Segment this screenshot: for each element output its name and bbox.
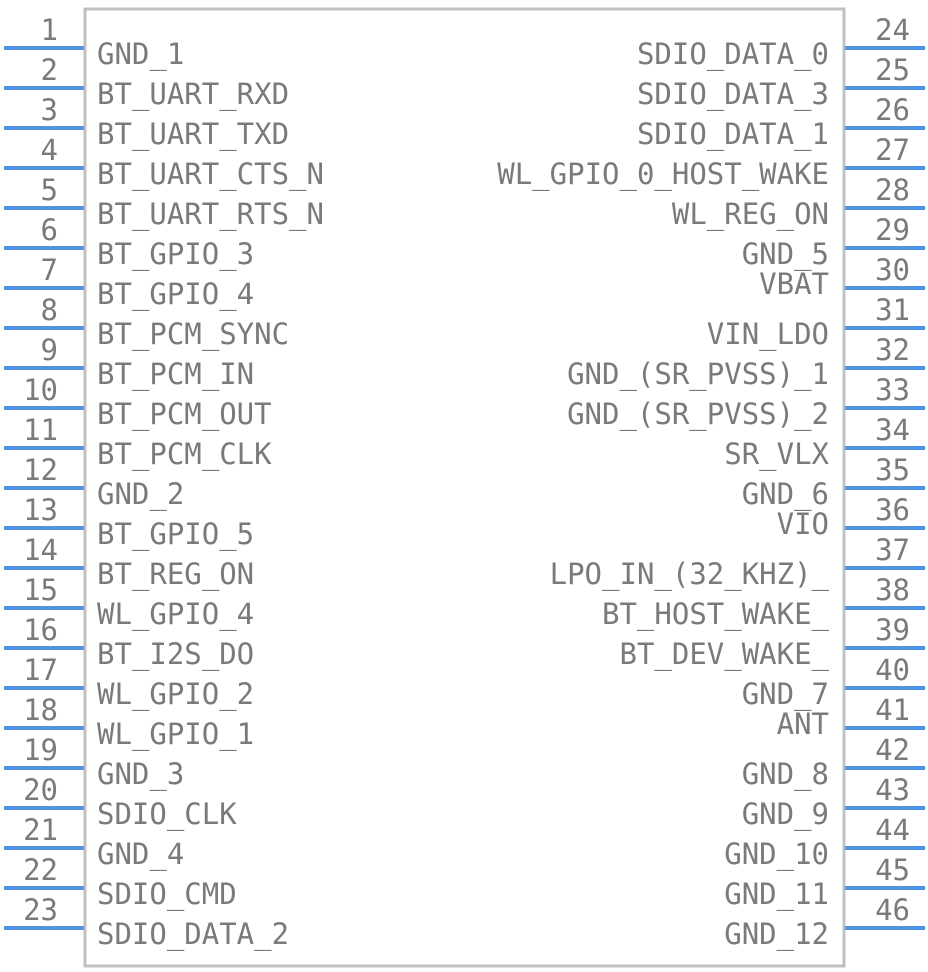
pin-name: WL_GPIO_4 [97, 597, 254, 632]
pin-name: SDIO_DATA_3 [637, 77, 829, 112]
pin-number: 5 [41, 173, 58, 207]
pin-number: 23 [23, 893, 58, 927]
pin-number: 7 [41, 253, 58, 287]
pin-name: SDIO_DATA_1 [637, 117, 829, 152]
pin-name: GND_5 [742, 237, 829, 272]
pin-name: BT_PCM_SYNC [97, 317, 289, 352]
pin-number: 33 [875, 373, 910, 407]
pin-name: GND_11 [724, 877, 829, 912]
pin-number: 16 [23, 613, 58, 647]
pin-number: 21 [23, 813, 58, 847]
pin-name: GND_6 [742, 477, 829, 512]
pin-name: VIN_LDO [707, 317, 829, 352]
pin-name: BT_PCM_IN [97, 357, 254, 392]
pin-number: 35 [875, 453, 910, 487]
pin-number: 40 [875, 653, 910, 687]
pin-name: GND_2 [97, 477, 184, 512]
pin-number: 22 [23, 853, 58, 887]
pin-number: 29 [875, 213, 910, 247]
pin-number: 4 [41, 133, 58, 167]
pin-name: BT_GPIO_5 [97, 517, 254, 552]
pin-number: 3 [41, 93, 58, 127]
pin-number: 30 [875, 253, 910, 287]
pin-number: 42 [875, 733, 910, 767]
pin-name: WL_GPIO_0_HOST_WAKE [497, 157, 829, 192]
pin-name: GND_4 [97, 837, 184, 872]
pin-number: 31 [875, 293, 910, 327]
pin-name: GND_(SR_PVSS)_1 [567, 357, 829, 392]
pin-number: 26 [875, 93, 910, 127]
pin-number: 15 [23, 573, 58, 607]
pin-number: 44 [875, 813, 910, 847]
pin-name: BT_UART_RXD [97, 77, 289, 112]
pin-number: 39 [875, 613, 910, 647]
pin-name: WL_GPIO_1 [97, 717, 254, 752]
pin-number: 12 [23, 453, 58, 487]
pin-number: 41 [875, 693, 910, 727]
pin-name: GND_7 [742, 677, 829, 712]
pin-number: 46 [875, 893, 910, 927]
pin-name: WL_GPIO_2 [97, 677, 254, 712]
pin-number: 25 [875, 53, 910, 87]
pin-name: SDIO_CMD [97, 877, 237, 912]
pin-name: GND_(SR_PVSS)_2 [567, 397, 829, 432]
pin-name: BT_PCM_CLK [97, 437, 272, 472]
pin-name: BT_DEV_WAKE_ [619, 637, 829, 672]
pin-number: 6 [41, 213, 58, 247]
pin-name: SDIO_CLK [97, 797, 237, 832]
pin-number: 37 [875, 533, 910, 567]
pin-name: BT_REG_ON [97, 557, 254, 592]
pin-name: GND_10 [724, 837, 829, 872]
pin-number: 43 [875, 773, 910, 807]
pin-name: GND_9 [742, 797, 829, 832]
pin-number: 2 [41, 53, 58, 87]
pin-number: 11 [23, 413, 58, 447]
pin-name: BT_UART_RTS_N [97, 197, 324, 232]
pin-number: 17 [23, 653, 58, 687]
pin-number: 13 [23, 493, 58, 527]
pin-name: WL_REG_ON [672, 197, 829, 232]
pin-name: BT_HOST_WAKE_ [602, 597, 830, 632]
pin-number: 45 [875, 853, 910, 887]
pin-name: BT_UART_CTS_N [97, 157, 324, 192]
pin-number: 20 [23, 773, 58, 807]
pin-name: SDIO_DATA_2 [97, 917, 289, 952]
pin-number: 36 [875, 493, 910, 527]
pin-number: 38 [875, 573, 910, 607]
pin-name: SDIO_DATA_0 [637, 37, 829, 72]
pin-name: BT_GPIO_3 [97, 237, 254, 272]
pin-number: 27 [875, 133, 910, 167]
pin-number: 19 [23, 733, 58, 767]
pin-number: 24 [875, 13, 910, 47]
pin-name: VBAT [759, 267, 829, 301]
pin-name: BT_I2S_DO [97, 637, 254, 672]
pin-name: BT_UART_TXD [97, 117, 289, 152]
pin-name: BT_PCM_OUT [97, 397, 272, 432]
pin-name: GND_3 [97, 757, 184, 792]
pin-number: 34 [875, 413, 910, 447]
pin-number: 9 [41, 333, 58, 367]
pin-number: 32 [875, 333, 910, 367]
pin-name: VIO [777, 507, 829, 541]
pin-name: BT_GPIO_4 [97, 277, 254, 312]
pin-name: SR_VLX [724, 437, 829, 472]
pin-number: 1 [41, 13, 58, 47]
pin-name: ANT [777, 707, 829, 741]
pin-name: LPO_IN_(32_KHZ)_ [550, 557, 830, 592]
pin-number: 10 [23, 373, 58, 407]
pin-name: GND_1 [97, 37, 184, 72]
pin-number: 14 [23, 533, 58, 567]
pin-number: 28 [875, 173, 910, 207]
pin-name: GND_12 [724, 917, 829, 952]
pin-number: 18 [23, 693, 58, 727]
pin-name: GND_8 [742, 757, 829, 792]
pin-number: 8 [41, 293, 58, 327]
component-body [83, 7, 846, 968]
